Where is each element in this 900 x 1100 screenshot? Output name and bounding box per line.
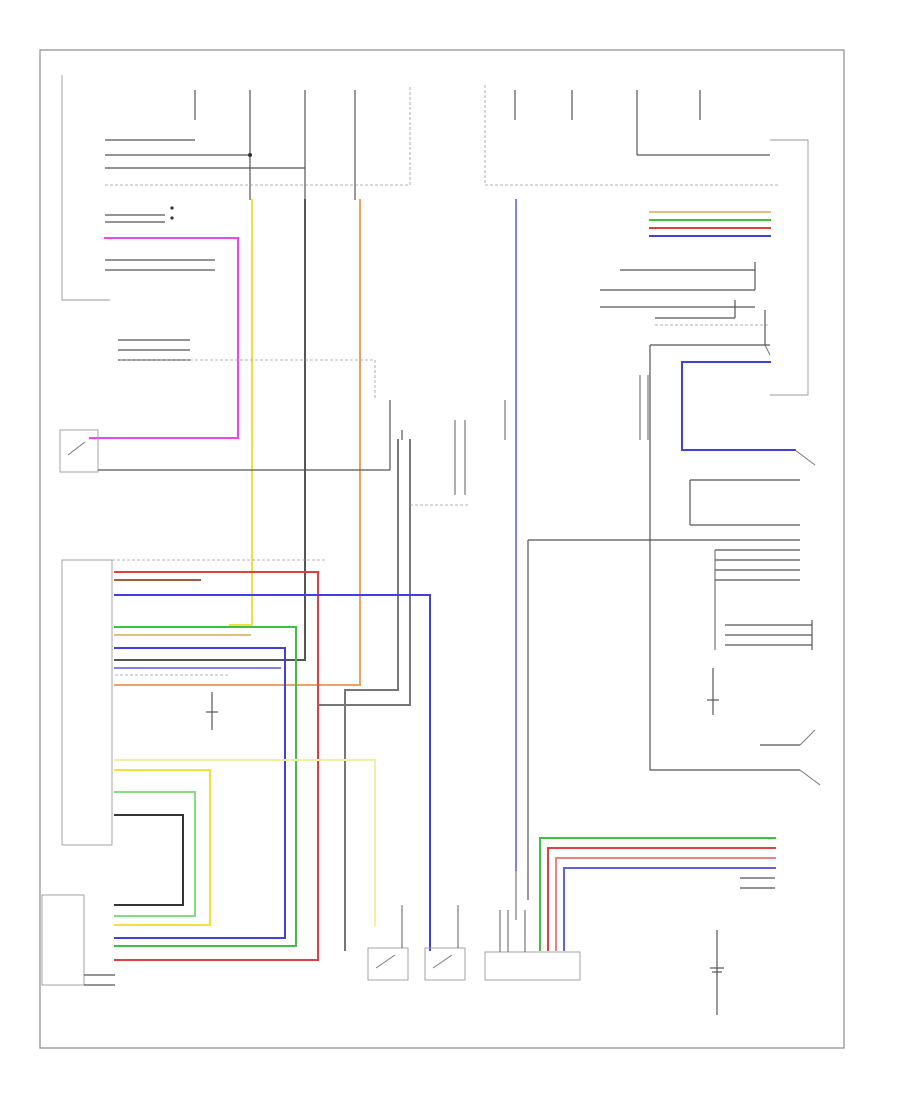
diagram-frame — [39, 49, 845, 1049]
right-lower-connector — [725, 620, 813, 650]
ground-symbol-left — [206, 692, 218, 730]
wire-light-green — [114, 791, 196, 917]
left-main-connector — [61, 559, 325, 846]
right-bottom-switch — [760, 729, 821, 786]
right-mid-connector — [527, 539, 800, 900]
wire-green — [114, 626, 297, 947]
ground-symbol-right — [710, 930, 724, 1015]
wire-light-yellow — [114, 759, 376, 926]
wire-right-blue-loop — [681, 361, 796, 451]
ground-symbol-center — [707, 668, 719, 715]
bottom-center-right-connector — [484, 910, 581, 981]
wire-orange-vertical — [114, 199, 361, 686]
wire-darkgray-vertical — [114, 199, 306, 661]
left-mid-connector — [118, 339, 376, 400]
wire-bundle-pink — [555, 857, 776, 951]
wire-yellow-2 — [114, 769, 211, 926]
wire-center-gray-2 — [319, 439, 411, 706]
wire-bundle-blue — [563, 867, 776, 951]
wire-yellow-vertical — [229, 199, 253, 626]
wire-bundle-green — [539, 837, 776, 951]
top-fuse-group-right — [514, 90, 770, 156]
right-top-module — [600, 139, 809, 396]
left-top-module — [61, 75, 305, 301]
left-switch-block — [59, 400, 391, 473]
wire-pink — [89, 237, 239, 439]
wire-bundle-red — [547, 847, 776, 951]
center-relay-marks — [504, 375, 649, 440]
wire-blue-2 — [114, 647, 286, 939]
right-mid-switch — [689, 449, 816, 526]
wire-black — [114, 814, 184, 906]
wire-center-gray-1 — [344, 439, 399, 951]
wire-right-vertical — [649, 345, 800, 771]
wire-red — [114, 571, 319, 961]
top-fuse-group-left — [105, 85, 780, 200]
wire-blue — [114, 594, 431, 951]
bottom-center-switch-1 — [367, 905, 409, 981]
bottom-center-switch-2 — [424, 905, 466, 981]
bottom-left-connector — [41, 894, 115, 986]
